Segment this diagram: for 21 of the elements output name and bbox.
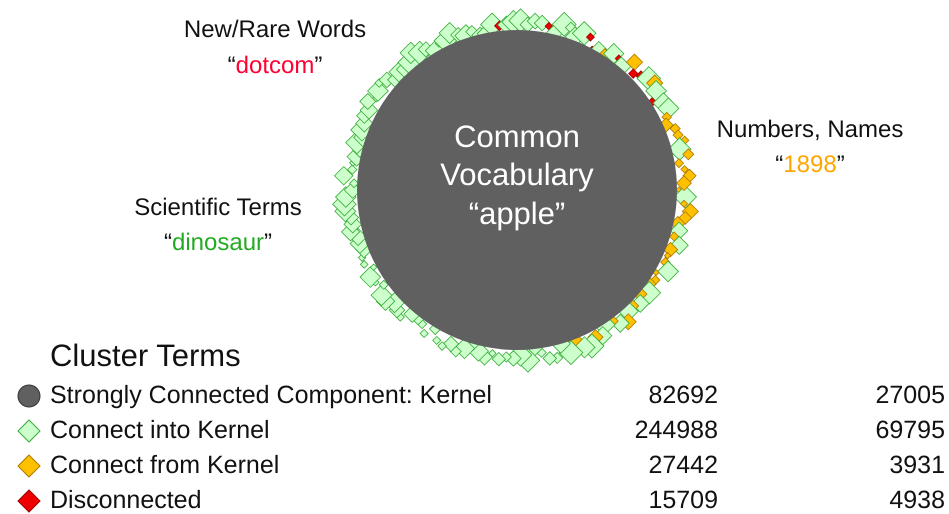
table-value: 82692: [647, 381, 718, 410]
category-label: Scientific Terms: [134, 194, 302, 222]
legend-label: Disconnected: [50, 486, 202, 514]
table-value: 27442: [647, 451, 718, 480]
legend-label: Connect from Kernel: [50, 451, 280, 480]
table-value: 27005: [874, 381, 945, 410]
legend-label: Connect into Kernel: [50, 416, 270, 445]
table-value: 15709: [647, 486, 718, 514]
node-label: Common Vocabulary: [439, 118, 595, 194]
table-value: 4938: [888, 486, 945, 514]
table-value: 244988: [634, 416, 718, 445]
table-heading: Cluster Terms: [50, 338, 241, 374]
category-label: New/Rare Words: [184, 16, 366, 44]
legend-label: Strongly Connected Component: Kernel: [50, 381, 492, 410]
example-word: “1898”: [775, 151, 845, 179]
table-value: 69795: [874, 416, 945, 445]
category-label: Numbers, Names: [716, 116, 904, 144]
example-word: “apple”: [468, 196, 566, 232]
example-word: “dotcom”: [228, 52, 322, 80]
table-value: 3931: [888, 451, 945, 480]
example-word: “dinosaur”: [164, 229, 272, 257]
